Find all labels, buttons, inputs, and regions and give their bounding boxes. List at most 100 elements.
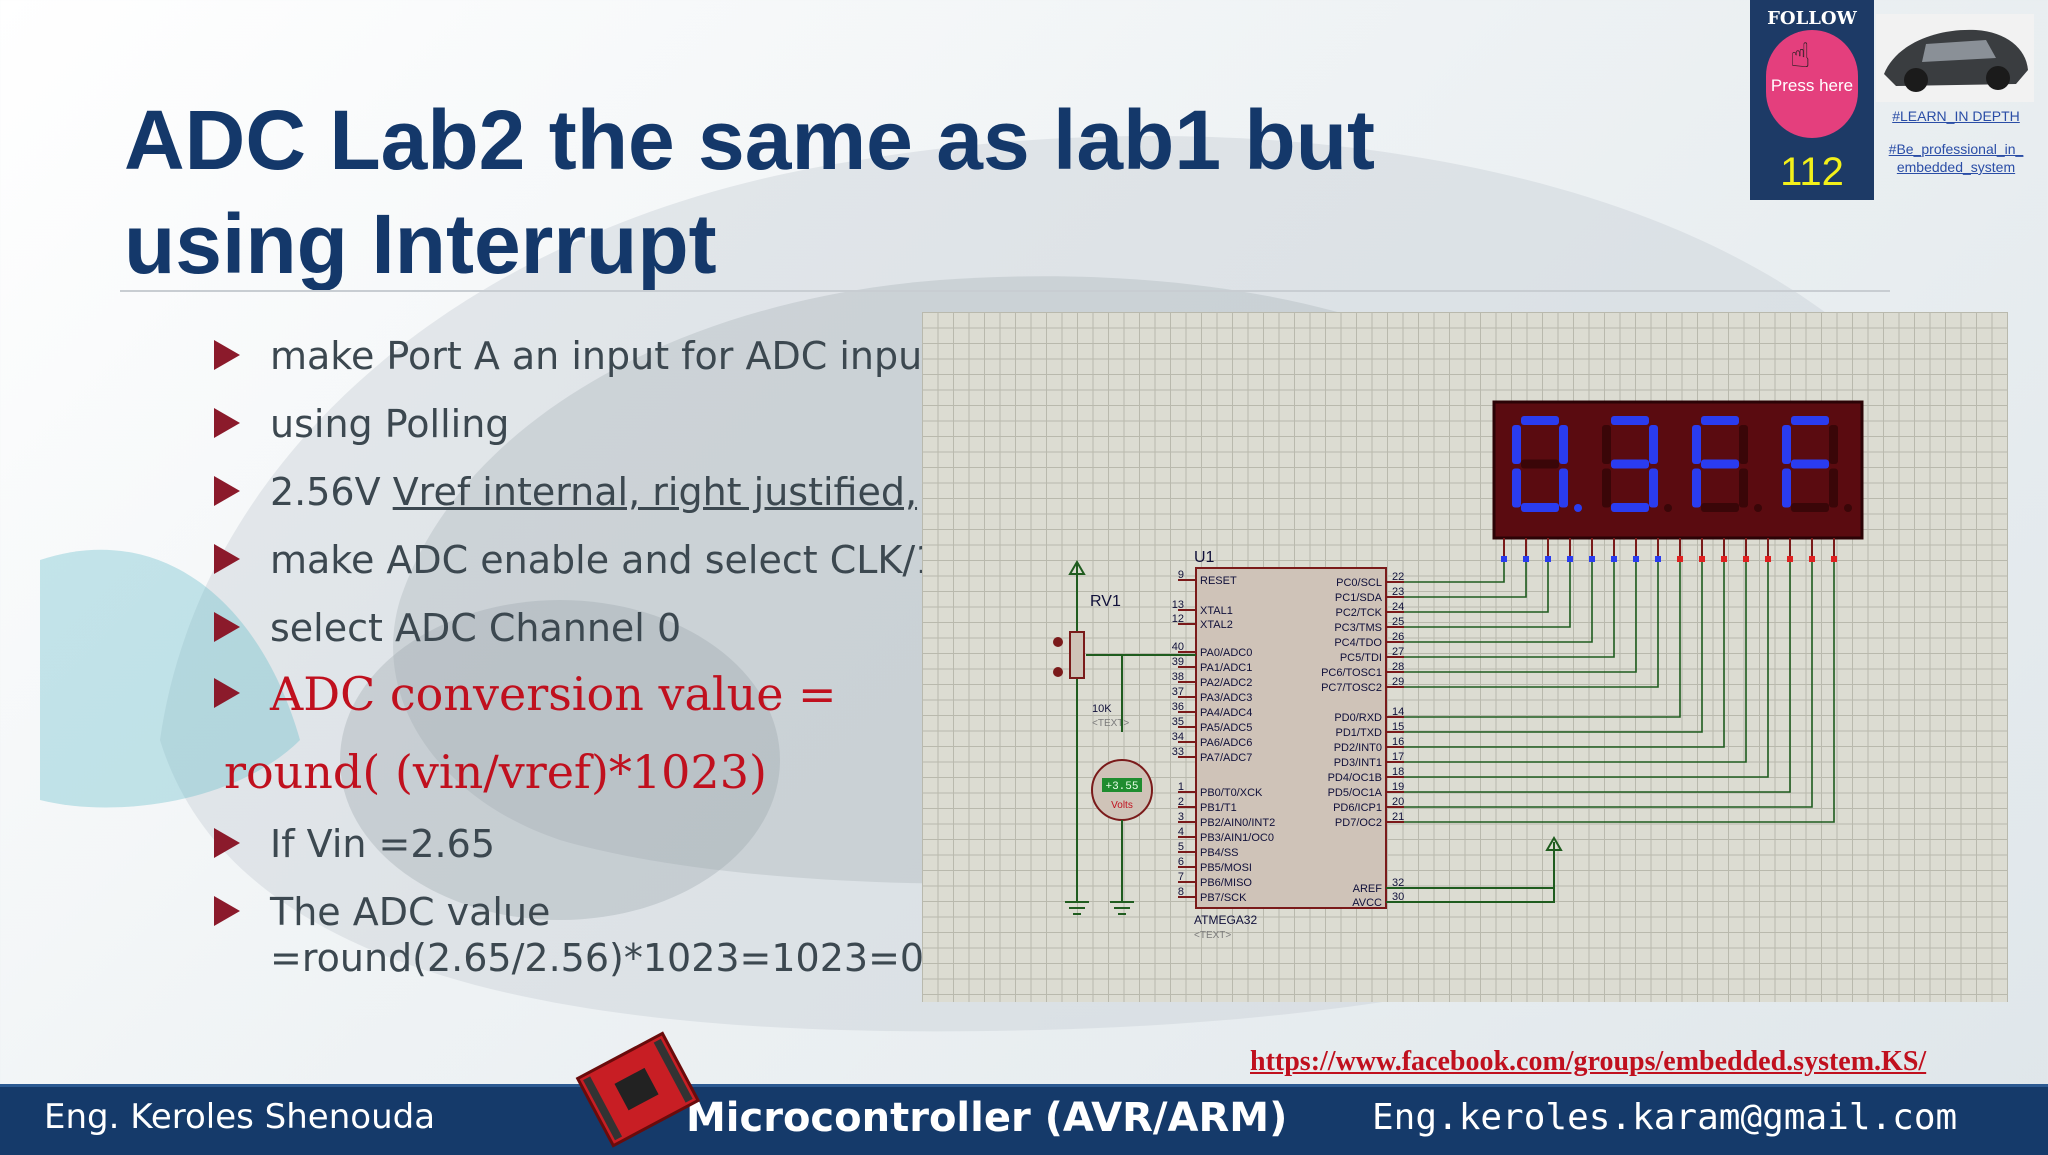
triangle-bullet-icon	[214, 896, 240, 926]
segment	[1791, 416, 1829, 425]
triangle-bullet-icon	[214, 476, 240, 506]
pin-number: 40	[1172, 641, 1184, 653]
pin-name: PB4/SS	[1200, 847, 1239, 859]
car-thumbnail-image	[1876, 14, 2034, 102]
press-here-button[interactable]	[1766, 30, 1858, 138]
segment	[1692, 468, 1701, 508]
chip-text-label: <TEXT>	[1194, 930, 1231, 941]
segment	[1521, 503, 1559, 512]
press-here-label: Press here	[1770, 76, 1854, 95]
pin-name: PA4/ADC4	[1200, 707, 1252, 719]
pin-name: PA0/ADC0	[1200, 647, 1252, 659]
pin-name: PD7/OC2	[1335, 817, 1382, 829]
segment	[1521, 416, 1559, 425]
power-arrow-icon	[1068, 560, 1086, 575]
display-pin	[1567, 556, 1573, 562]
segment	[1701, 503, 1739, 512]
facebook-group-link[interactable]: https://www.facebook.com/groups/embedded…	[1250, 1046, 1927, 1077]
wire	[1404, 562, 1549, 613]
pin-name: PC7/TOSC2	[1321, 682, 1382, 694]
display-pin	[1831, 556, 1837, 562]
wire	[1404, 562, 1791, 793]
author-email: Eng.keroles.karam@gmail.com	[1372, 1097, 1958, 1138]
title-divider	[120, 290, 1890, 292]
pin-number: 14	[1392, 706, 1404, 718]
decimal-point	[1754, 504, 1762, 512]
wire	[1404, 562, 1835, 823]
wire	[1404, 562, 1769, 778]
wire	[1404, 562, 1813, 808]
hashtag-learn[interactable]: #LEARN_IN DEPTH	[1892, 108, 2020, 124]
triangle-bullet-icon	[214, 678, 240, 708]
ground-icon	[1065, 901, 1089, 915]
segment	[1559, 468, 1568, 508]
pin-name: PD0/RXD	[1334, 712, 1382, 724]
pin-number: 21	[1392, 811, 1404, 823]
pin-number: 28	[1392, 661, 1404, 673]
pin-number: 36	[1172, 701, 1184, 713]
display-pin	[1633, 556, 1639, 562]
power-arrow-icon	[1545, 836, 1563, 851]
display-pin	[1545, 556, 1551, 562]
display-pin	[1523, 556, 1529, 562]
pin-number: 12	[1172, 613, 1184, 625]
segment	[1521, 459, 1559, 469]
pin-name: PB5/MOSI	[1200, 862, 1252, 874]
pin-name: PC5/TDI	[1340, 652, 1382, 664]
pin-name: PC6/TOSC1	[1321, 667, 1382, 679]
pin-name: PD4/OC1B	[1328, 772, 1382, 784]
triangle-bullet-icon	[214, 544, 240, 574]
pin-number: 35	[1172, 716, 1184, 728]
display-pin	[1611, 556, 1617, 562]
pin-number: 32	[1392, 877, 1404, 889]
wire	[1404, 562, 1703, 733]
pin-number: 26	[1392, 631, 1404, 643]
pot-ref-label: RV1	[1090, 593, 1121, 610]
pin-name: XTAL2	[1200, 619, 1233, 631]
decimal-point	[1844, 504, 1852, 512]
segment	[1829, 468, 1838, 508]
pin-number: 25	[1392, 616, 1404, 628]
display-pin	[1809, 556, 1815, 562]
segment	[1791, 503, 1829, 512]
atmega32-chip	[1195, 567, 1387, 909]
pin-name: PD3/INT1	[1334, 757, 1382, 769]
pin-number: 9	[1178, 569, 1184, 581]
pin-number: 38	[1172, 671, 1184, 683]
formula-line: round( (vin/vref)*1023)	[224, 745, 767, 799]
wire	[1404, 562, 1659, 688]
pin-number: 20	[1392, 796, 1404, 808]
segment	[1602, 425, 1611, 464]
wire	[1404, 562, 1593, 643]
hashtag-professional[interactable]: #Be_professional_in_ embedded_system	[1888, 141, 2024, 175]
display-pin	[1589, 556, 1595, 562]
decimal-point	[1664, 504, 1672, 512]
display-pin	[1743, 556, 1749, 562]
wire	[1404, 562, 1615, 658]
pin-number: 27	[1392, 646, 1404, 658]
author-name: Eng. Keroles Shenouda	[44, 1097, 436, 1137]
follow-us-badge[interactable]: FOLLOW US ☝ Press here 112	[1750, 0, 1874, 200]
segment	[1611, 503, 1649, 512]
display-pin	[1721, 556, 1727, 562]
display-pin	[1765, 556, 1771, 562]
wire	[1404, 562, 1571, 628]
pin-name: PA7/ADC7	[1200, 752, 1252, 764]
segment	[1512, 425, 1521, 464]
segment	[1701, 416, 1739, 425]
